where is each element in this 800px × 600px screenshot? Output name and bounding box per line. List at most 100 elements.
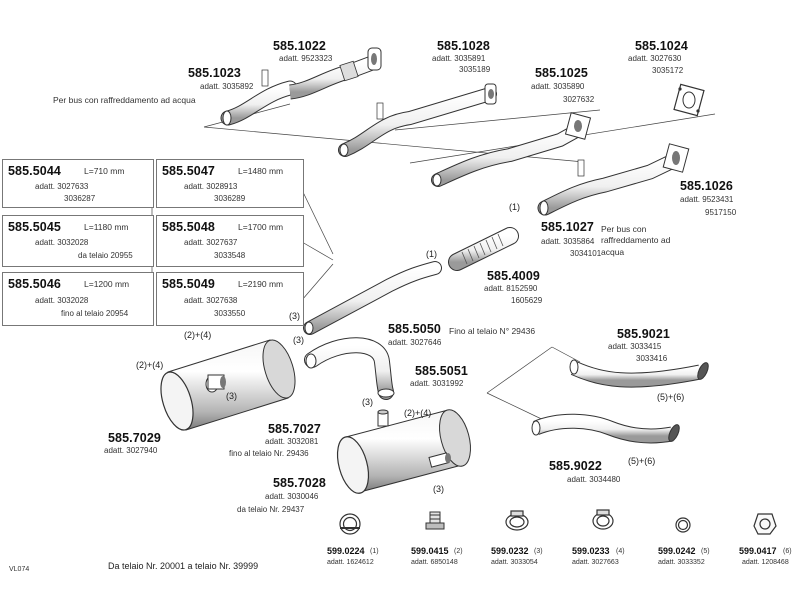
part-number-585-5047: 585.5047 <box>162 164 215 178</box>
box-585-5049: 585.5049 L=2190 mm adatt. 3027638 303355… <box>156 272 304 326</box>
part-note: Per bus con raffreddamento ad acqua <box>53 95 196 105</box>
fitting-number: 599.0242 <box>658 546 696 556</box>
adatt-code: adatt. 3033415 <box>608 342 662 351</box>
part-number-585-4009: 585.4009 <box>487 269 540 283</box>
box-585-5045: 585.5045 L=1180 mm adatt. 3032028 da tel… <box>2 215 154 267</box>
part-number-585-5049: 585.5049 <box>162 277 215 291</box>
part-number-585-5044: 585.5044 <box>8 164 61 178</box>
flex-pipe-585-4009 <box>448 227 519 271</box>
adatt-code: 3036289 <box>214 194 246 203</box>
fitting-number: 599.0233 <box>572 546 610 556</box>
pipe-length: L=1180 mm <box>84 222 129 232</box>
adatt-code: adatt. 3035890 <box>531 82 585 91</box>
fitting-599-0415 <box>425 511 445 530</box>
part-number-585-5046: 585.5046 <box>8 277 61 291</box>
part-number-585-1025: 585.1025 <box>535 66 588 80</box>
fitting-code: adatt. 3033352 <box>658 559 705 566</box>
part-number-585-7027: 585.7027 <box>268 422 321 436</box>
box-585-5044: 585.5044 L=710 mm adatt. 3027633 3036287 <box>2 159 154 208</box>
callout: (2)+(4) <box>184 330 212 340</box>
muffler-585-7029 <box>160 339 296 431</box>
adatt-code: adatt. 3034480 <box>567 475 621 484</box>
part-note: Per bus con raffreddamento ad acqua <box>601 224 671 257</box>
adatt-code: adatt. 3030046 <box>265 492 319 501</box>
callout: (2)+(4) <box>404 408 432 418</box>
adatt-code: adatt. 3027646 <box>388 338 442 347</box>
adatt-code: adatt. 3027638 <box>184 296 238 305</box>
adatt-code: 3033548 <box>214 251 246 260</box>
adatt-code: adatt. 3032028 <box>35 296 89 305</box>
fitting-599-0233 <box>592 509 614 530</box>
adatt-code: 3036287 <box>64 194 96 203</box>
adatt-code: 3035172 <box>652 66 684 75</box>
fitting-number: 599.0232 <box>491 546 529 556</box>
part-number-585-1024: 585.1024 <box>635 39 688 53</box>
pipe-length: L=1700 mm <box>238 222 284 232</box>
callout: (2)+(4) <box>136 360 164 370</box>
fitting-ref: (2) <box>454 548 463 555</box>
fitting-code: adatt. 3033054 <box>491 559 538 566</box>
part-number-585-7028: 585.7028 <box>273 476 326 490</box>
callout: (1) <box>509 202 520 212</box>
chassis-note: da telaio 20955 <box>78 251 133 260</box>
fitting-code: adatt. 6850148 <box>411 559 458 566</box>
part-note: da telaio Nr. 29437 <box>237 505 305 514</box>
adatt-code: adatt. 3027940 <box>104 446 158 455</box>
part-note: fino al telaio Nr. 29436 <box>229 449 309 458</box>
part-note: Fino al telaio N° 29436 <box>449 326 536 336</box>
chassis-note: fino al telaio 20954 <box>61 309 129 318</box>
clamp-markers <box>261 69 585 177</box>
adatt-code: adatt. 3035891 <box>432 54 486 63</box>
fitting-number: 599.0224 <box>327 546 365 556</box>
pipe-length: L=710 mm <box>84 166 125 176</box>
adatt-code: adatt. 3031992 <box>410 379 464 388</box>
fitting-ref: (3) <box>534 548 543 555</box>
tailpipe-585-9021 <box>569 359 709 388</box>
pipe-585-1028 <box>338 83 497 157</box>
adatt-code: 3033416 <box>636 354 668 363</box>
callout: (3) <box>226 391 237 401</box>
adatt-code: adatt. 3032081 <box>265 437 319 446</box>
fitting-number: 599.0415 <box>411 546 449 556</box>
adatt-code: adatt. 8152590 <box>484 284 538 293</box>
pipe-length: L=2190 mm <box>238 279 284 289</box>
fitting-ref: (6) <box>783 548 792 555</box>
adatt-code: 3027632 <box>563 95 595 104</box>
box-585-5046: 585.5046 L=1200 mm adatt. 3032028 fino a… <box>2 272 154 326</box>
part-number-585-9022: 585.9022 <box>549 459 602 473</box>
callout: (1) <box>426 249 437 259</box>
fitting-599-0232 <box>505 510 529 531</box>
fitting-599-0224 <box>339 513 361 535</box>
part-number-585-5045: 585.5045 <box>8 220 61 234</box>
adatt-code: 3035189 <box>459 65 491 74</box>
diagram-code: VL074 <box>9 566 30 573</box>
adatt-code: adatt. 3027633 <box>35 182 89 191</box>
adatt-code: adatt. 9523431 <box>680 195 734 204</box>
pipe-585-5044-5049 <box>303 261 442 335</box>
part-number-585-9021: 585.9021 <box>617 327 670 341</box>
part-number-585-5051: 585.5051 <box>415 364 468 378</box>
callout: (5)+(6) <box>628 456 656 466</box>
part-number-585-1022: 585.1022 <box>273 39 326 53</box>
adatt-code: 9517150 <box>705 208 737 217</box>
box-585-5048: 585.5048 L=1700 mm adatt. 3027637 303354… <box>156 215 304 267</box>
callout: (3) <box>433 484 444 494</box>
callout: (3) <box>293 335 304 345</box>
part-number-585-1028: 585.1028 <box>437 39 490 53</box>
adatt-code: adatt. 3028913 <box>184 182 238 191</box>
tailpipe-585-9022 <box>531 413 680 444</box>
fitting-code: adatt. 3027663 <box>572 559 619 566</box>
adatt-code: 3034101 <box>570 249 602 258</box>
adatt-code: adatt. 3027637 <box>184 238 238 247</box>
fitting-ref: (1) <box>370 548 379 555</box>
pipe-585-5050 <box>304 337 395 400</box>
adatt-code: adatt. 3032028 <box>35 238 89 247</box>
fitting-ref: (5) <box>701 548 710 555</box>
part-number-585-1027: 585.1027 <box>541 220 594 234</box>
part-number-585-1026: 585.1026 <box>680 179 733 193</box>
part-number-585-1023: 585.1023 <box>188 66 241 80</box>
callout: (3) <box>362 397 373 407</box>
adatt-code: 1605629 <box>511 296 543 305</box>
pipe-length: L=1200 mm <box>84 279 130 289</box>
